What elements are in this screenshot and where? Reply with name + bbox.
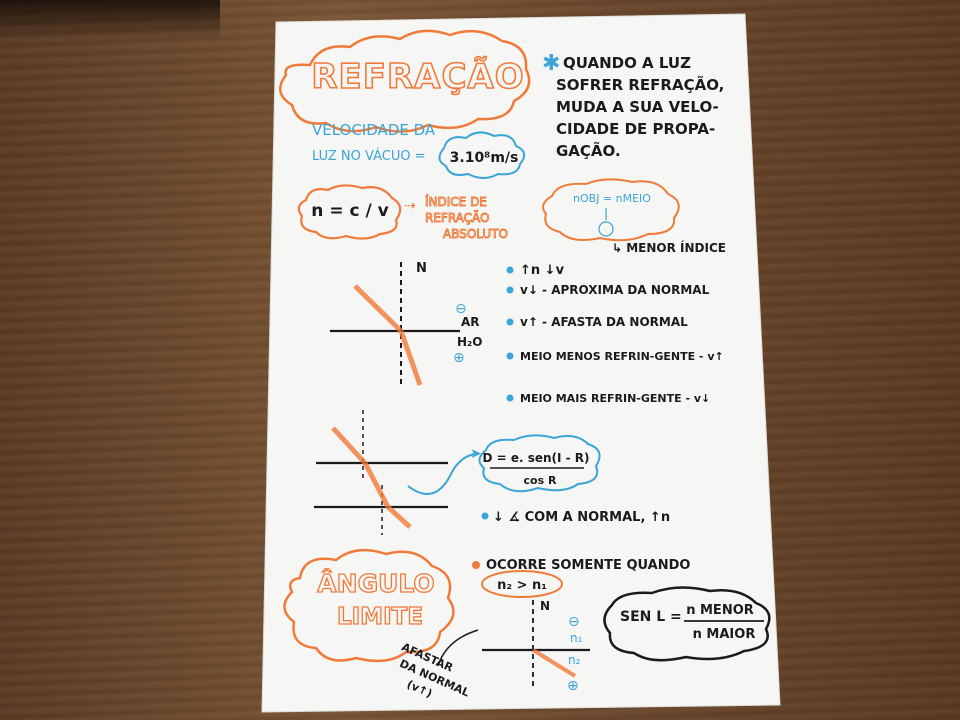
bullet-dot: [481, 512, 489, 520]
intro-line: SOFRER REFRAÇÃO,: [556, 75, 724, 94]
intro-line: CIDADE DE PROPA-: [556, 120, 715, 138]
minus-icon: ⊖: [568, 614, 580, 630]
bullet-item: v↓ - APROXIMA DA NORMAL: [520, 283, 710, 297]
intro-line: GAÇÃO.: [556, 141, 621, 160]
normal-label: N: [540, 599, 550, 613]
light-speed: VELOCIDADE DA LUZ NO VÁCUO = 3.10⁸m/s: [312, 121, 526, 179]
angle-bullet: ↓ ∡ COM A NORMAL, ↑n: [493, 510, 670, 525]
index-formula: n = c / v: [311, 201, 388, 221]
intro-line: MUDA A SUA VELO-: [556, 98, 719, 116]
index-note-line: ÍNDICE DE: [425, 194, 487, 209]
speed-cloud: [438, 131, 526, 179]
bullet-dot: [506, 352, 514, 360]
page-title: REFRAÇÃO: [311, 56, 524, 97]
intro-line: QUANDO A LUZ: [563, 54, 691, 72]
bullet-dot: [506, 266, 514, 274]
medium-note: ↳ MENOR ÍNDICE: [612, 240, 726, 255]
incident-ray: [353, 284, 403, 333]
index-note-line: REFRAÇÃO: [425, 210, 490, 225]
n2-label: n₂: [568, 653, 581, 667]
light-speed-line2: LUZ NO VÁCUO =: [312, 148, 426, 164]
bullet-item: v↑ - AFASTA DA NORMAL: [520, 315, 688, 329]
incident-ray: [331, 426, 367, 465]
limit-formula-numerator: n MENOR: [686, 603, 754, 618]
bullet-item: ↑n ↓v: [520, 263, 565, 278]
title-cloud: [279, 29, 531, 133]
condition-oval: [481, 570, 563, 598]
displacement-denominator: cos R: [524, 474, 557, 487]
normal-label: N: [416, 261, 427, 276]
asterisk-icon: ✱: [542, 51, 560, 76]
bullet-list: ↑n ↓v v↓ - APROXIMA DA NORMAL v↑ - AFAST…: [506, 263, 724, 405]
medium-circle: [598, 221, 614, 237]
medium-box-text: nOBJ = nMEIO: [573, 192, 651, 205]
grazing-ray: [531, 648, 577, 678]
formula-cloud: [297, 184, 402, 240]
limit-title-cloud: [283, 548, 455, 663]
bullet-dot: [472, 561, 480, 569]
emergent-ray: [386, 505, 412, 529]
desk-shadow: [0, 0, 220, 40]
limit-formula-denominator: n MAIOR: [693, 627, 756, 642]
displacement-numerator: D = e. sen(I - R): [482, 451, 589, 465]
limit-title-line: ÂNGULO: [317, 569, 434, 598]
limit-condition-line1: OCORRE SOMENTE QUANDO: [486, 558, 690, 573]
bullet-item: MEIO MAIS REFRIN-GENTE - v↓: [520, 392, 710, 405]
limit-formula-cloud: [603, 586, 771, 662]
pointer-arrow: [407, 453, 475, 495]
bullet-dot: [506, 318, 514, 326]
paper: [261, 13, 781, 713]
top-medium: AR: [461, 315, 480, 329]
medium-cloud: [542, 178, 680, 242]
refracted-ray: [398, 330, 423, 386]
bullet-item: MEIO MENOS REFRIN-GENTE - v↑: [520, 350, 724, 363]
limit-condition-line2: n₂ > n₁: [497, 578, 547, 593]
minus-icon: ⊖: [455, 301, 467, 317]
n1-label: n₁: [570, 631, 583, 645]
intro-text: QUANDO A LUZ SOFRER REFRAÇÃO, MUDA A SUA…: [556, 54, 724, 160]
plus-icon: ⊕: [567, 678, 579, 694]
bullet-dot: [506, 394, 514, 402]
arrow-icon: ⇢: [404, 198, 416, 214]
bullet-dot: [506, 286, 514, 294]
index-note: ÍNDICE DE REFRAÇÃO ABSOLUTO: [425, 194, 509, 242]
plus-icon: ⊕: [453, 350, 465, 366]
limit-formula-lhs: SEN L =: [620, 609, 682, 625]
index-note-line: ABSOLUTO: [443, 227, 508, 241]
light-speed-line1: VELOCIDADE DA: [312, 121, 436, 139]
bottom-medium: H₂O: [457, 335, 483, 349]
side-arrow: [437, 629, 479, 667]
limit-title-line: LIMITE: [337, 604, 423, 630]
displacement-cloud: [478, 434, 601, 493]
light-speed-value: 3.10⁸m/s: [450, 150, 519, 166]
inner-ray: [362, 461, 391, 509]
refraction-diagram-1: N AR H₂O ⊖ ⊕: [330, 261, 483, 386]
